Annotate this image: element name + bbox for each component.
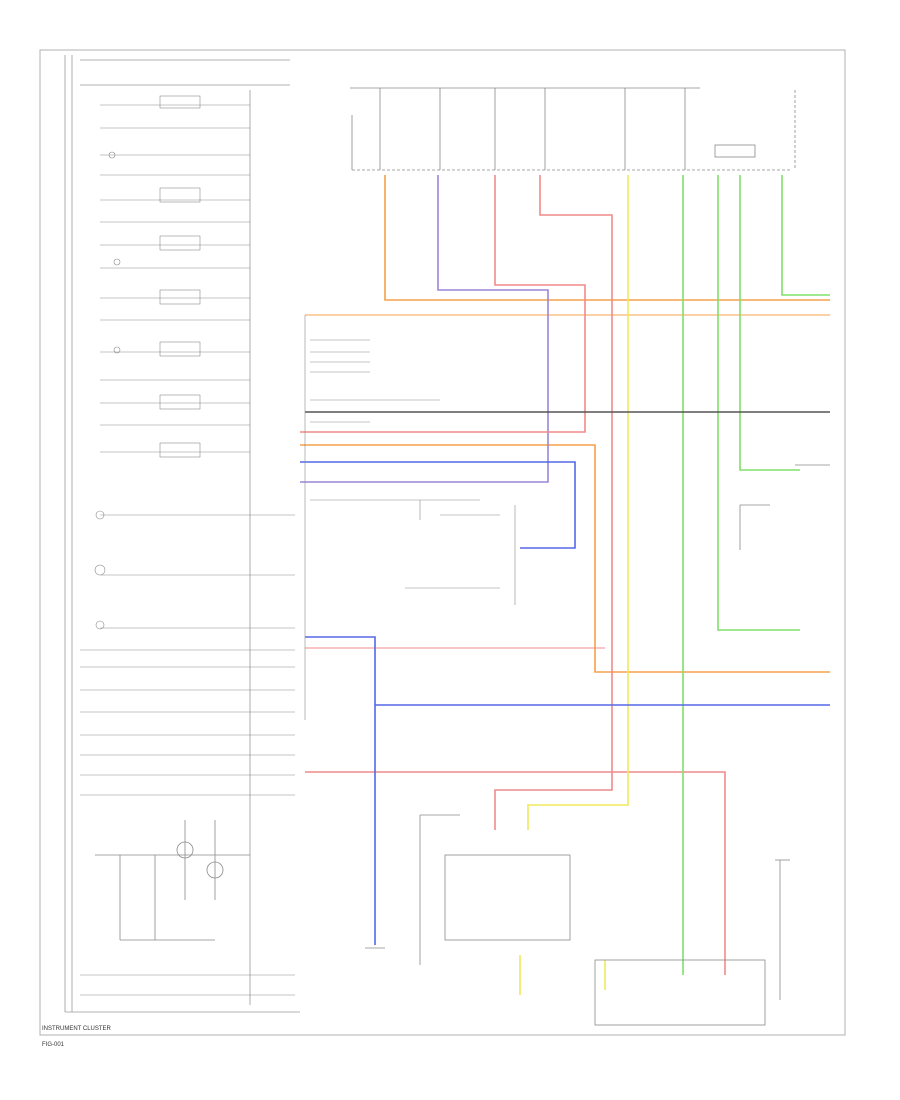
wire-blue-1 (300, 461, 576, 549)
top-connector-bar (350, 87, 796, 171)
indicator-rows (80, 95, 295, 996)
wire-red-4 (305, 771, 726, 975)
corner-code: FIG-001 (42, 1042, 65, 1048)
wire-orange-3 (300, 444, 830, 673)
wire-red-1 (300, 175, 586, 433)
wire-green-2 (739, 175, 800, 471)
wire-purple (300, 175, 549, 483)
wire-orange (384, 175, 830, 301)
wire-yellow (527, 175, 629, 830)
wire-red-2 (494, 175, 613, 830)
diagram-frame (39, 49, 846, 1036)
bottom-components (365, 464, 830, 1026)
mid-connector-stubs (304, 315, 516, 720)
transistor-circuit (95, 820, 250, 941)
wires (300, 175, 830, 995)
frame-label: INSTRUMENT CLUSTER (42, 1026, 112, 1032)
wire-green-4 (717, 175, 800, 631)
wire-green-3 (781, 175, 830, 296)
wire-blue-2 (305, 636, 376, 945)
instrument-cluster-block (64, 55, 300, 1013)
